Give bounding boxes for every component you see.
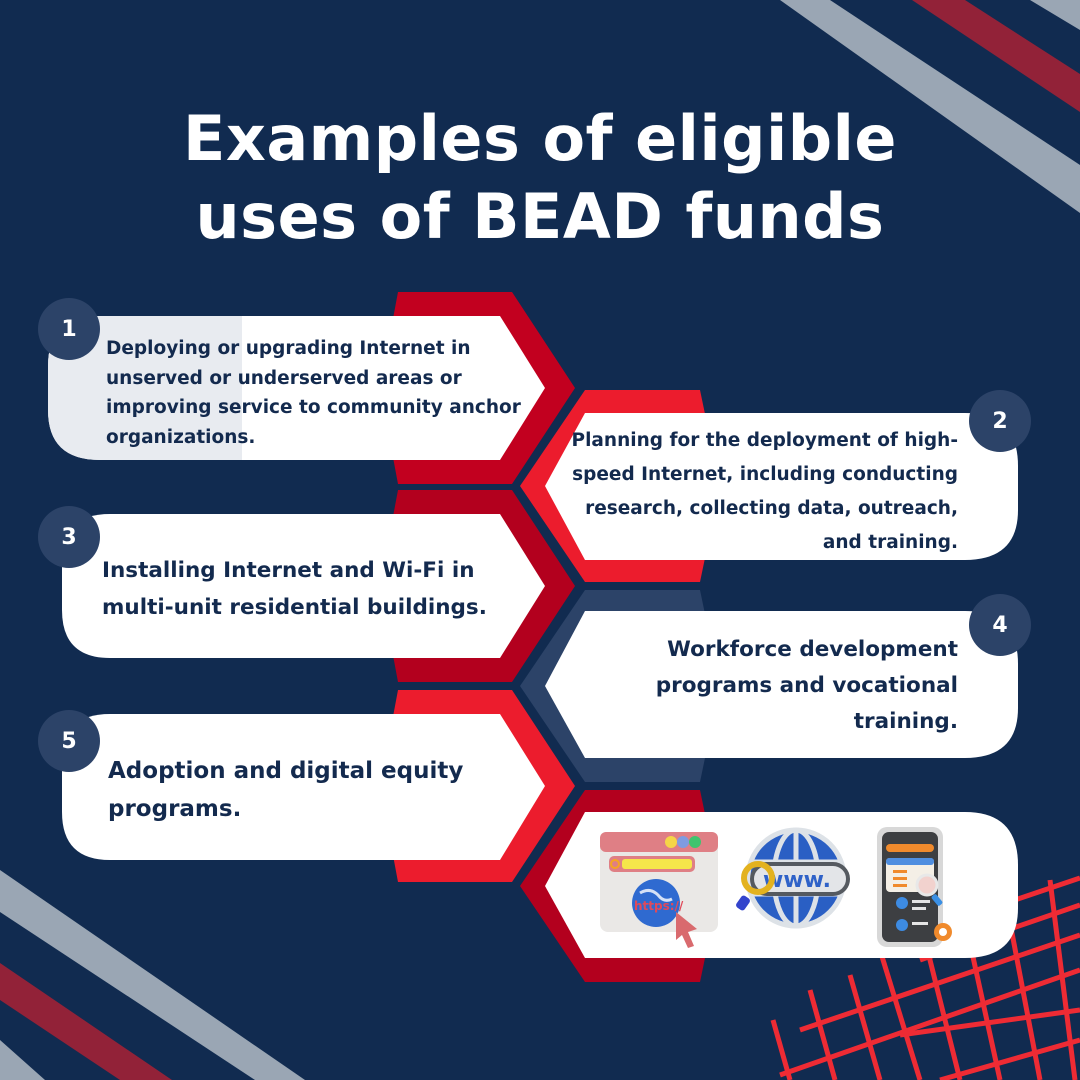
page-title: Examples of eligible uses of BEAD funds: [0, 100, 1080, 256]
number-badge-4: 4: [969, 594, 1031, 656]
number-badge-1: 1: [38, 298, 100, 360]
mobile-app-settings-icon: [877, 827, 952, 947]
number-badge-5: 5: [38, 710, 100, 772]
bottom-left-stripes: [0, 870, 305, 1080]
card-2-shape: [545, 413, 1018, 560]
card-4-shape: [545, 611, 1018, 758]
item-2-text: Planning for the deployment of high-spee…: [571, 430, 958, 553]
card-5-shape: [62, 714, 545, 860]
number-badge-3: 3: [38, 506, 100, 568]
svg-text:https://: https://: [634, 899, 684, 913]
browser-https-icon: https://: [600, 832, 718, 948]
item-3-text: Installing Internet and Wi-Fi in multi-u…: [102, 558, 487, 620]
title-line-2: uses of BEAD funds: [195, 180, 885, 253]
item-5-text: Adoption and digital equity programs.: [108, 758, 464, 822]
number-badge-2: 2: [969, 390, 1031, 452]
card-3-shape: [62, 514, 545, 658]
item-4-text: Workforce development programs and vocat…: [655, 637, 958, 734]
top-right-stripes: [780, 0, 1080, 213]
www-globe-search-icon: www.: [736, 827, 850, 929]
item-1-text: Deploying or upgrading Internet in unser…: [106, 338, 521, 448]
title-line-1: Examples of eligible: [183, 102, 897, 175]
